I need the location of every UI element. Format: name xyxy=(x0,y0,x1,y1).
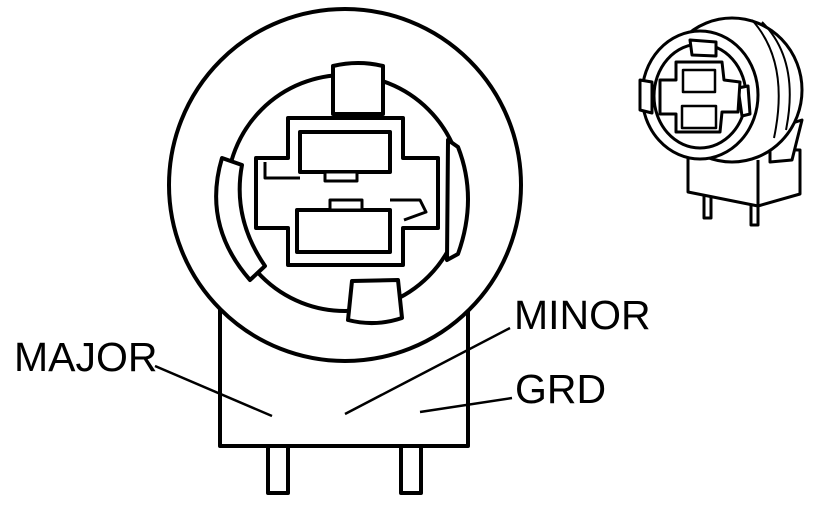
leader-lines xyxy=(154,326,513,418)
minor-leader-line xyxy=(344,326,511,416)
locking-tab-top xyxy=(331,61,385,116)
terminal-pin-left xyxy=(266,441,290,495)
side-view-contact-cavity xyxy=(658,60,742,134)
side-view-blade-lower xyxy=(680,104,718,130)
contact-blade-upper xyxy=(298,130,392,174)
locking-tab-right xyxy=(445,138,470,262)
socket-front-view xyxy=(167,7,523,495)
side-view-tab-right xyxy=(736,84,752,118)
major-label: MAJOR xyxy=(14,334,158,380)
contact-spring-right xyxy=(390,198,428,222)
grd-leader-line xyxy=(419,396,513,414)
contact-spring-left xyxy=(263,162,300,180)
major-leader-line xyxy=(154,364,273,418)
socket-side-view xyxy=(638,16,804,227)
contact-detail-upper xyxy=(323,170,359,183)
locking-tab-left xyxy=(214,156,267,282)
side-view-blade-upper xyxy=(681,68,717,94)
side-view-tab-top xyxy=(688,38,718,58)
side-view-flange-ring-2 xyxy=(751,19,780,139)
locking-tab-bottom xyxy=(346,278,404,325)
contact-detail-lower xyxy=(328,198,364,212)
side-view-tab-left xyxy=(638,78,654,115)
minor-label: MINOR xyxy=(514,292,651,338)
grd-label: GRD xyxy=(515,366,606,412)
terminal-pin-right xyxy=(399,441,423,495)
side-view-flange-ring-1 xyxy=(761,21,791,131)
contact-blade-lower xyxy=(295,208,392,254)
